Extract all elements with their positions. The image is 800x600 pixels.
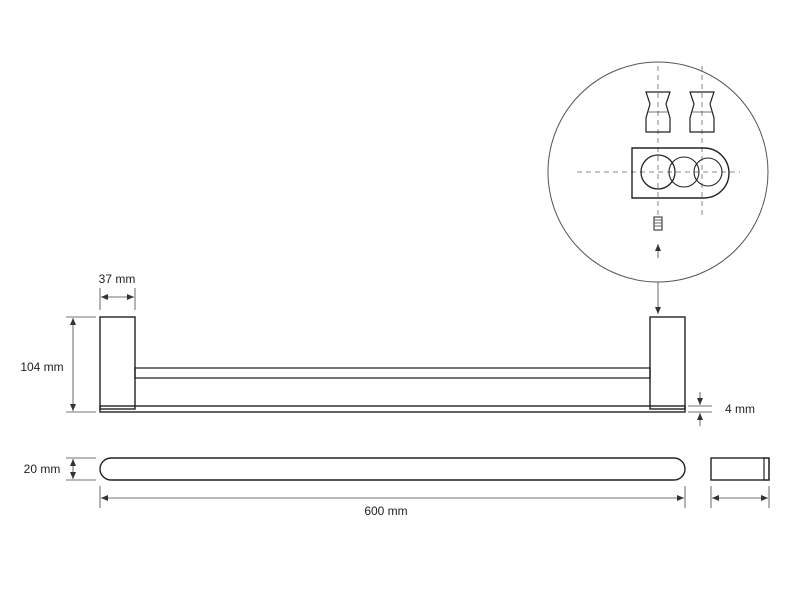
dim-label-37: 37 mm xyxy=(99,272,136,286)
anchor-left xyxy=(645,91,671,133)
anchor-right xyxy=(689,91,715,133)
bracket-section xyxy=(631,147,730,199)
base-plate xyxy=(99,405,686,413)
dim-label-104: 104 mm xyxy=(20,360,63,374)
dim-base-thickness: 4 mm xyxy=(688,392,755,426)
dim-bar-thickness: 20 mm xyxy=(24,457,96,481)
dim-height: 104 mm xyxy=(20,316,96,413)
dim-length: 600 mm xyxy=(99,486,686,518)
detail-view xyxy=(547,61,769,283)
dim-bracket-width: 37 mm xyxy=(99,272,136,310)
left-bracket xyxy=(99,316,136,410)
right-bracket xyxy=(649,316,686,410)
set-screw-icon xyxy=(653,216,663,231)
bar-top-view xyxy=(99,457,686,481)
dim-label-600: 600 mm xyxy=(364,504,407,518)
dim-label-20: 20 mm xyxy=(24,462,61,476)
dim-label-4: 4 mm xyxy=(725,402,755,416)
double-bar xyxy=(134,367,651,379)
side-profile xyxy=(710,457,770,481)
front-view xyxy=(99,316,686,413)
dim-profile-width xyxy=(710,486,770,508)
